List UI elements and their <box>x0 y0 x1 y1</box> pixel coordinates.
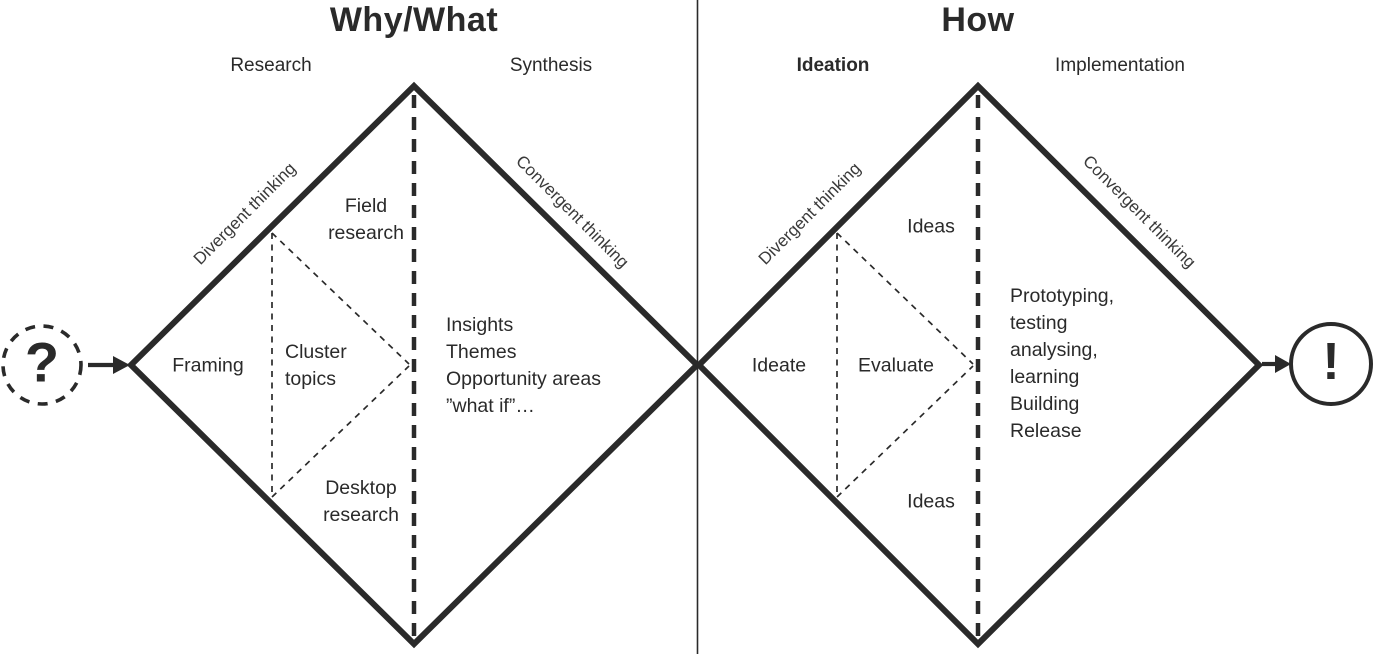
question-circle <box>1 324 83 406</box>
output-line-5: Building <box>1010 393 1080 415</box>
input-arrow-head <box>113 356 130 374</box>
right-inner-dashed-diagonal-bottom <box>836 365 974 498</box>
phase-label-implementation: Implementation <box>1055 55 1185 76</box>
insights-line-1: Insights <box>446 314 514 336</box>
exclamation-mark-icon: ! <box>1322 333 1340 391</box>
stage-label-desktop-research: Desktop research <box>323 475 399 529</box>
field-line-2: research <box>328 222 404 244</box>
phase-label-ideation: Ideation <box>796 55 870 76</box>
desktop-line-2: research <box>323 504 399 526</box>
right-diamond-outline <box>694 81 1264 649</box>
phase-label-synthesis: Synthesis <box>509 55 593 76</box>
stage-label-framing: Framing <box>172 354 244 377</box>
insights-line-3: Opportunity areas <box>446 368 602 390</box>
output-line-2: testing <box>1010 312 1068 334</box>
cluster-line-1: Cluster <box>285 341 347 363</box>
phase-label-research: Research <box>230 55 312 76</box>
left-inner-dashed-diagonal-top <box>271 232 410 365</box>
output-line-4: learning <box>1010 366 1080 388</box>
desktop-line-1: Desktop <box>325 477 397 499</box>
question-mark-icon: ? <box>24 330 60 394</box>
stage-label-ideas-bottom: Ideas <box>907 490 955 513</box>
output-line-6: Release <box>1010 420 1082 442</box>
left-inner-dashed-diagonal-bottom <box>271 365 410 498</box>
output-line-1: Prototyping, <box>1010 285 1115 307</box>
stage-label-ideate: Ideate <box>751 354 807 377</box>
stage-label-evaluate: Evaluate <box>858 354 934 377</box>
field-line-1: Field <box>344 195 388 217</box>
cluster-line-2: topics <box>285 368 336 390</box>
title-how: How <box>941 1 1015 39</box>
output-line-3: analysing, <box>1010 339 1098 361</box>
stage-label-field-research: Field research <box>328 193 404 247</box>
title-why-what: Why/What <box>329 1 499 39</box>
right-inner-dashed-diagonal-top <box>836 232 974 365</box>
implementation-output-list: Prototyping, testing analysing, learning… <box>1010 283 1114 445</box>
insights-line-2: Themes <box>446 341 517 363</box>
insights-line-4: ”what if”… <box>446 395 535 417</box>
output-arrow-head <box>1275 355 1291 373</box>
stage-label-cluster-topics: Cluster topics <box>285 339 347 393</box>
left-diamond-outline <box>126 81 702 649</box>
stage-label-ideas-top: Ideas <box>907 215 955 238</box>
synthesis-output-list: Insights Themes Opportunity areas ”what … <box>446 312 601 420</box>
